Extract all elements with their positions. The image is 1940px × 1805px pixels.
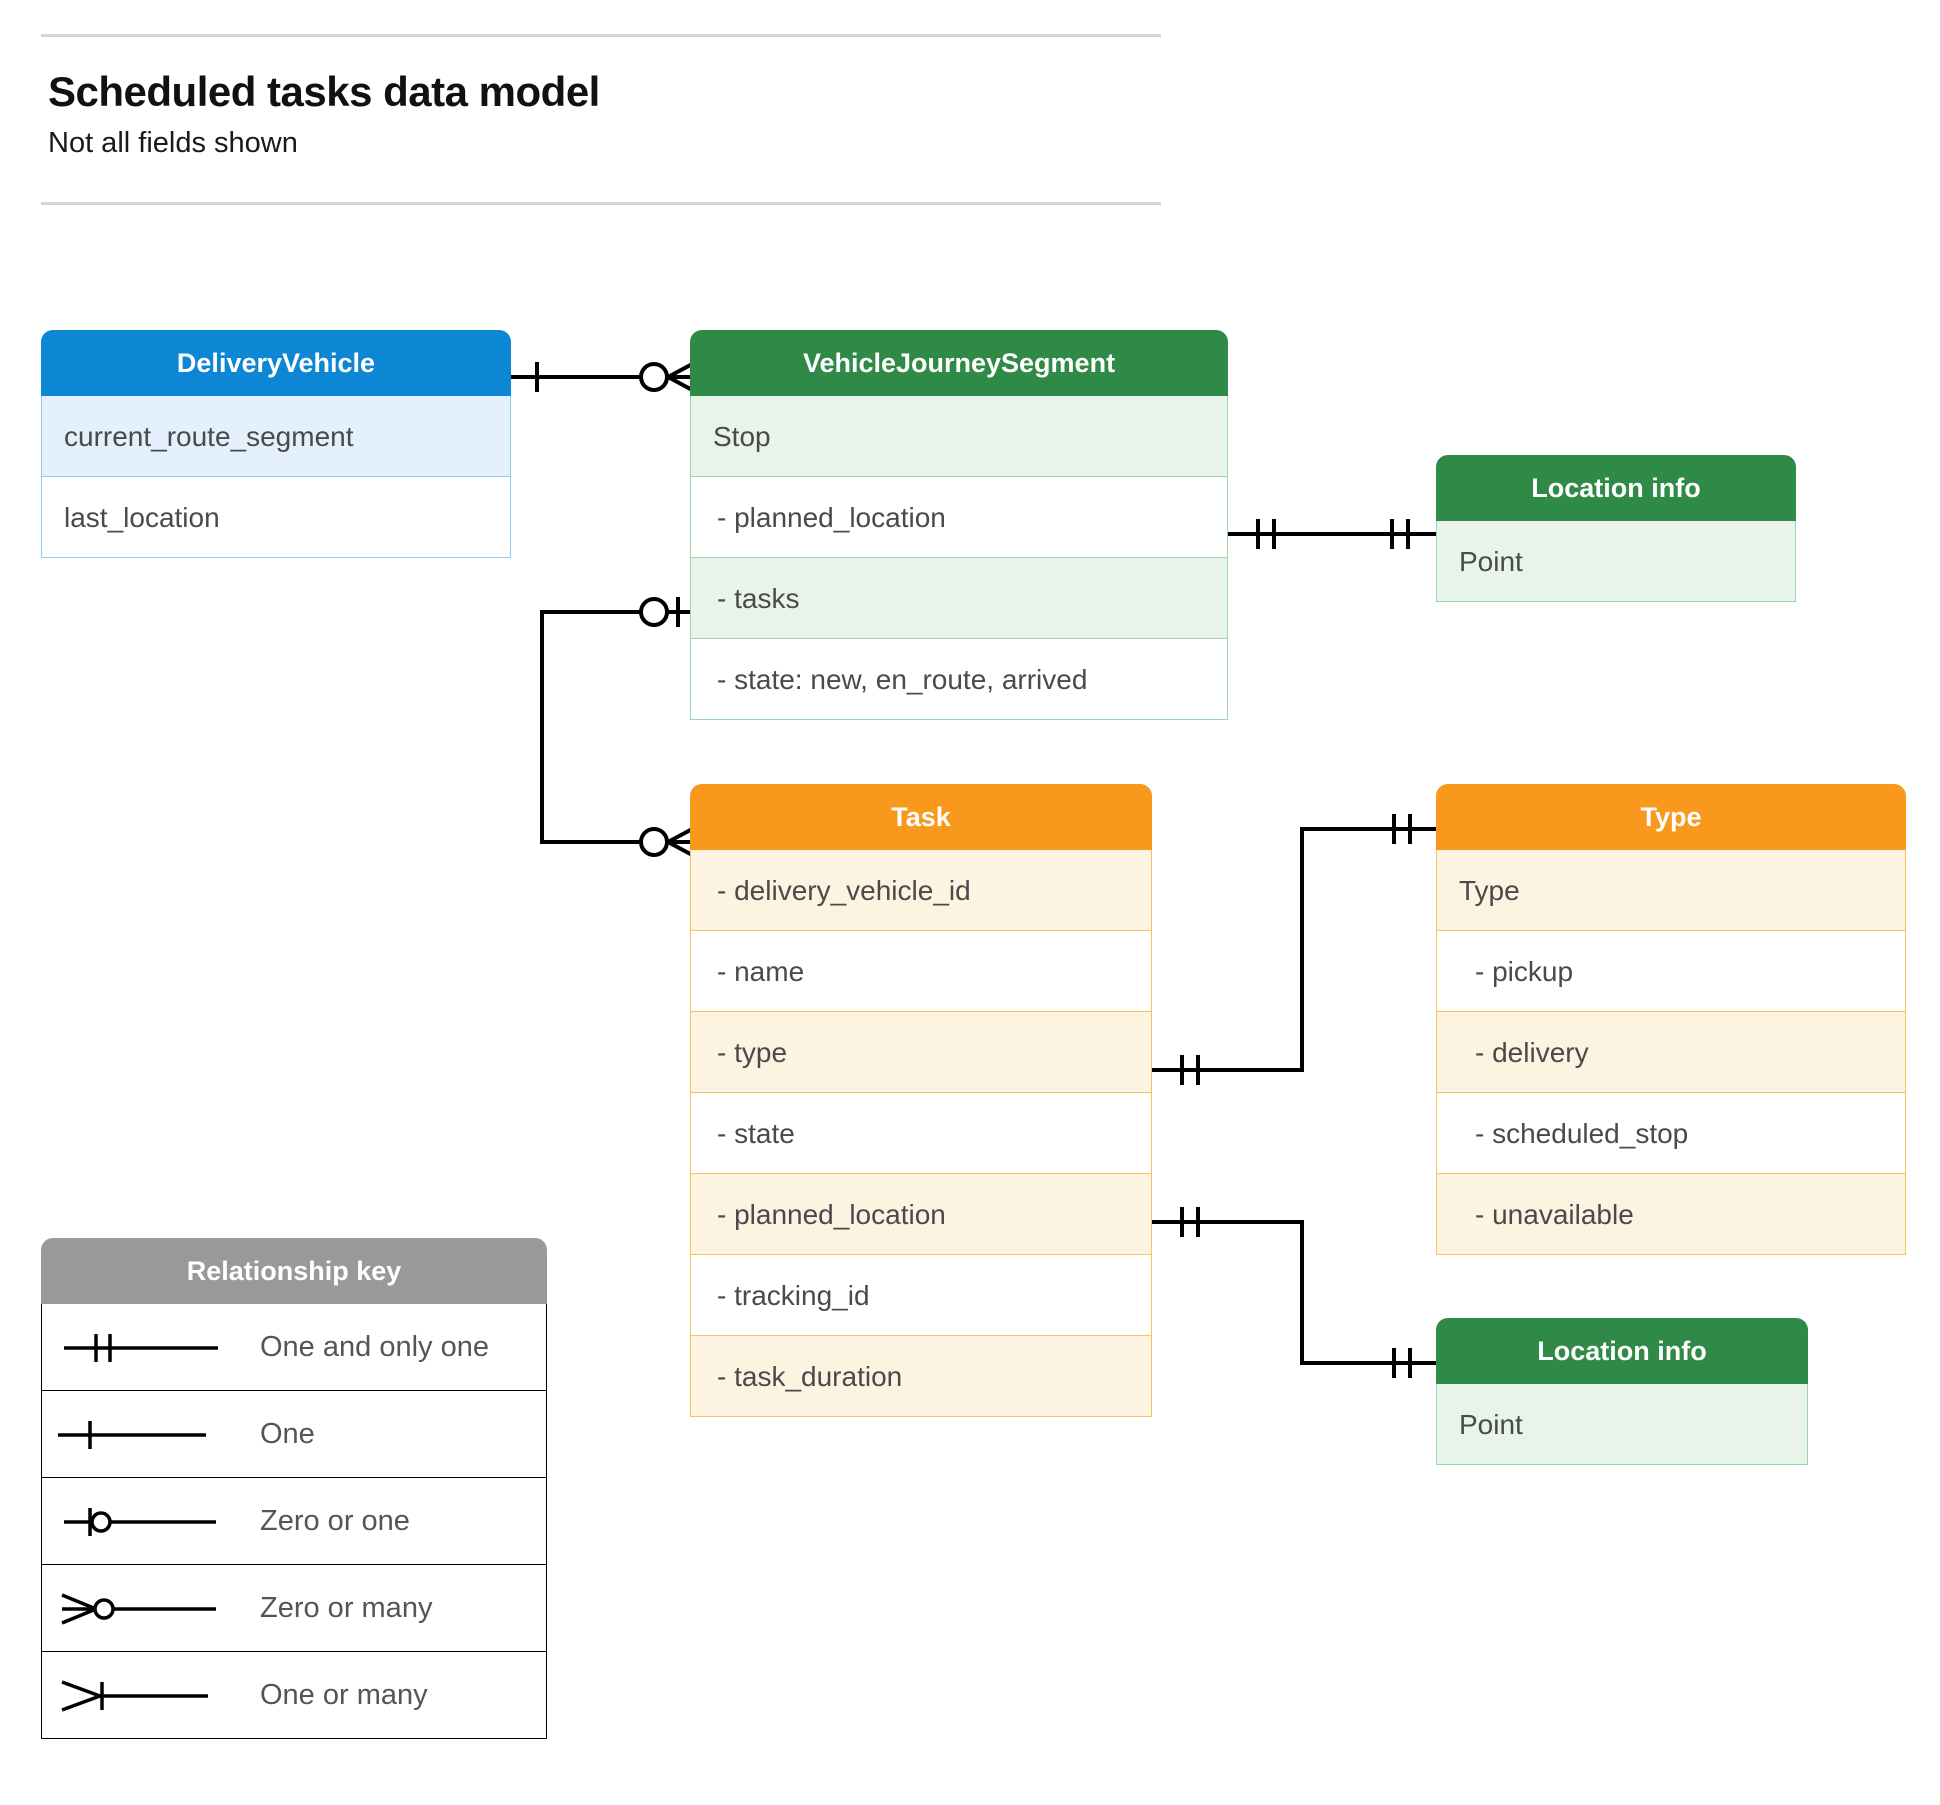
entity-task-field-6: - task_duration xyxy=(690,1336,1152,1417)
zero-or-one-icon xyxy=(64,1508,216,1536)
one-and-only-one-icon xyxy=(64,1334,218,1362)
entity-task-field-5: - tracking_id xyxy=(690,1255,1152,1336)
one-icon xyxy=(58,1421,206,1449)
connector-task-type-type xyxy=(1152,814,1436,1085)
entity-vehiclejourneysegment-field-0: Stop xyxy=(690,396,1228,477)
header-divider-bottom xyxy=(41,202,1161,205)
entity-task-title: Task xyxy=(690,784,1152,850)
entity-location-info-bottom-field-0: Point xyxy=(1436,1384,1808,1465)
connector-task-plannedlocation-locationinfo xyxy=(1152,1207,1436,1378)
legend-label-one-and-only-one: One and only one xyxy=(260,1331,489,1363)
entity-vehiclejourneysegment-field-3: - state: new, en_route, arrived xyxy=(690,639,1228,720)
entity-deliveryvehicle-title: DeliveryVehicle xyxy=(41,330,511,396)
entity-type-field-1: - pickup xyxy=(1436,931,1906,1012)
entity-task-field-3: - state xyxy=(690,1093,1152,1174)
entity-type-field-4: - unavailable xyxy=(1436,1174,1906,1255)
entity-task-field-0: - delivery_vehicle_id xyxy=(690,850,1152,931)
entity-deliveryvehicle-field-1: last_location xyxy=(41,477,511,558)
header-divider-top xyxy=(41,34,1161,37)
page-title: Scheduled tasks data model xyxy=(48,68,600,115)
entity-deliveryvehicle[interactable]: DeliveryVehicle current_route_segment la… xyxy=(41,330,511,558)
legend-row-zero-or-one: Zero or one xyxy=(41,1478,547,1565)
connector-vjs-plannedlocation-locationinfo xyxy=(1228,519,1436,549)
entity-type[interactable]: Type Type - pickup - delivery - schedule… xyxy=(1436,784,1906,1255)
legend-label-zero-or-one: Zero or one xyxy=(260,1505,410,1537)
zero-or-many-icon xyxy=(61,1593,216,1625)
entity-vehiclejourneysegment-field-1: - planned_location xyxy=(690,477,1228,558)
legend-row-one-or-many: One or many xyxy=(41,1652,547,1739)
entity-task-field-4: - planned_location xyxy=(690,1174,1152,1255)
entity-location-info-top-title: Location info xyxy=(1436,455,1796,521)
entity-deliveryvehicle-field-0: current_route_segment xyxy=(41,396,511,477)
legend-label-one-or-many: One or many xyxy=(260,1679,428,1711)
legend-row-one-and-only-one: One and only one xyxy=(41,1304,547,1391)
entity-location-info-top-field-0: Point xyxy=(1436,521,1796,602)
entity-task[interactable]: Task - delivery_vehicle_id - name - type… xyxy=(690,784,1152,1417)
legend-label-one: One xyxy=(260,1418,315,1450)
entity-location-info-top[interactable]: Location info Point xyxy=(1436,455,1796,602)
entity-type-field-2: - delivery xyxy=(1436,1012,1906,1093)
relationship-key-title: Relationship key xyxy=(41,1238,547,1304)
relationship-key-legend: Relationship key One and only one One xyxy=(41,1238,547,1739)
entity-type-field-3: - scheduled_stop xyxy=(1436,1093,1906,1174)
legend-row-zero-or-many: Zero or many xyxy=(41,1565,547,1652)
entity-location-info-bottom[interactable]: Location info Point xyxy=(1436,1318,1808,1465)
entity-vehiclejourneysegment-title: VehicleJourneySegment xyxy=(690,330,1228,396)
entity-type-field-0: Type xyxy=(1436,850,1906,931)
entity-vehiclejourneysegment[interactable]: VehicleJourneySegment Stop - planned_loc… xyxy=(690,330,1228,720)
entity-vehiclejourneysegment-field-2: - tasks xyxy=(690,558,1228,639)
entity-location-info-bottom-title: Location info xyxy=(1436,1318,1808,1384)
entity-type-title: Type xyxy=(1436,784,1906,850)
entity-task-field-2: - type xyxy=(690,1012,1152,1093)
entity-task-field-1: - name xyxy=(690,931,1152,1012)
page-subtitle: Not all fields shown xyxy=(48,127,298,159)
one-or-many-icon xyxy=(61,1680,208,1712)
connector-vjs-tasks-task xyxy=(540,597,697,859)
legend-row-one: One xyxy=(41,1391,547,1478)
legend-label-zero-or-many: Zero or many xyxy=(260,1592,433,1624)
